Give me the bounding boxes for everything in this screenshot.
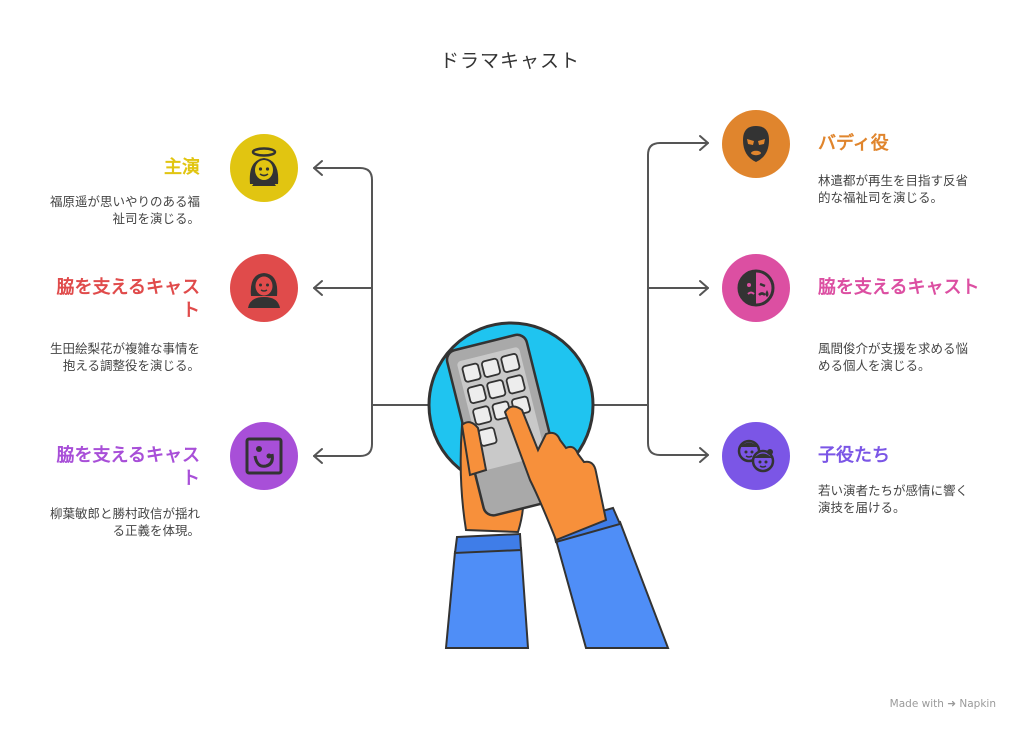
framed-portrait-icon (245, 437, 283, 475)
left-branch-1-circle (230, 134, 298, 202)
right-branch-1-desc: 林遣都が再生を目指す反省的な福祉司を演じる。 (818, 173, 969, 205)
woman-portrait-icon (248, 273, 280, 308)
right-branch-2-heading: 脇を支えるキャスト (818, 277, 980, 298)
left-branch-3-desc: 柳葉敏郎と勝村政信が揺れる正義を体現。 (50, 506, 201, 538)
left-branch-1-heading: 主演 (164, 157, 200, 178)
right-branch-2-desc: 風間俊介が支援を求める悩める個人を演じる。 (818, 341, 969, 373)
right-branch-3-circle (722, 422, 790, 490)
right-branch-3-heading: 子役たち (818, 445, 890, 466)
right-branch-1-heading: バディ役 (818, 133, 889, 154)
left-branch-2-desc: 生田絵梨花が複雑な事情を抱える調整役を演じる。 (50, 341, 201, 373)
right-branch-1-circle (722, 110, 790, 178)
angel-face-icon (249, 147, 279, 186)
footer-made-with: Made with (889, 698, 944, 710)
left-branch-2-heading: 脇を支えるキャスト (56, 277, 200, 321)
right-branch-3-desc: 若い演者たちが感情に響く演技を届ける。 (818, 483, 969, 515)
hand-pressing-keypad-icon (427, 321, 670, 649)
diagram-title: ドラマキャスト (439, 50, 580, 72)
left-branch-2-circle (230, 254, 298, 322)
crying-face-icon (737, 269, 775, 307)
napkin-logo-icon: ➜ (947, 698, 957, 710)
mask-icon (743, 126, 769, 162)
right-branch-2-circle (722, 254, 790, 322)
made-with-napkin-footer: Made with ➜ Napkin (890, 698, 996, 710)
left-branch-1-desc: 福原遥が思いやりのある福祉司を演じる。 (50, 194, 201, 226)
left-branch-3-heading: 脇を支えるキャスト (56, 445, 200, 489)
left-branch-3-circle (230, 422, 298, 490)
children-faces-icon (737, 439, 775, 473)
footer-brand: Napkin (959, 698, 996, 710)
